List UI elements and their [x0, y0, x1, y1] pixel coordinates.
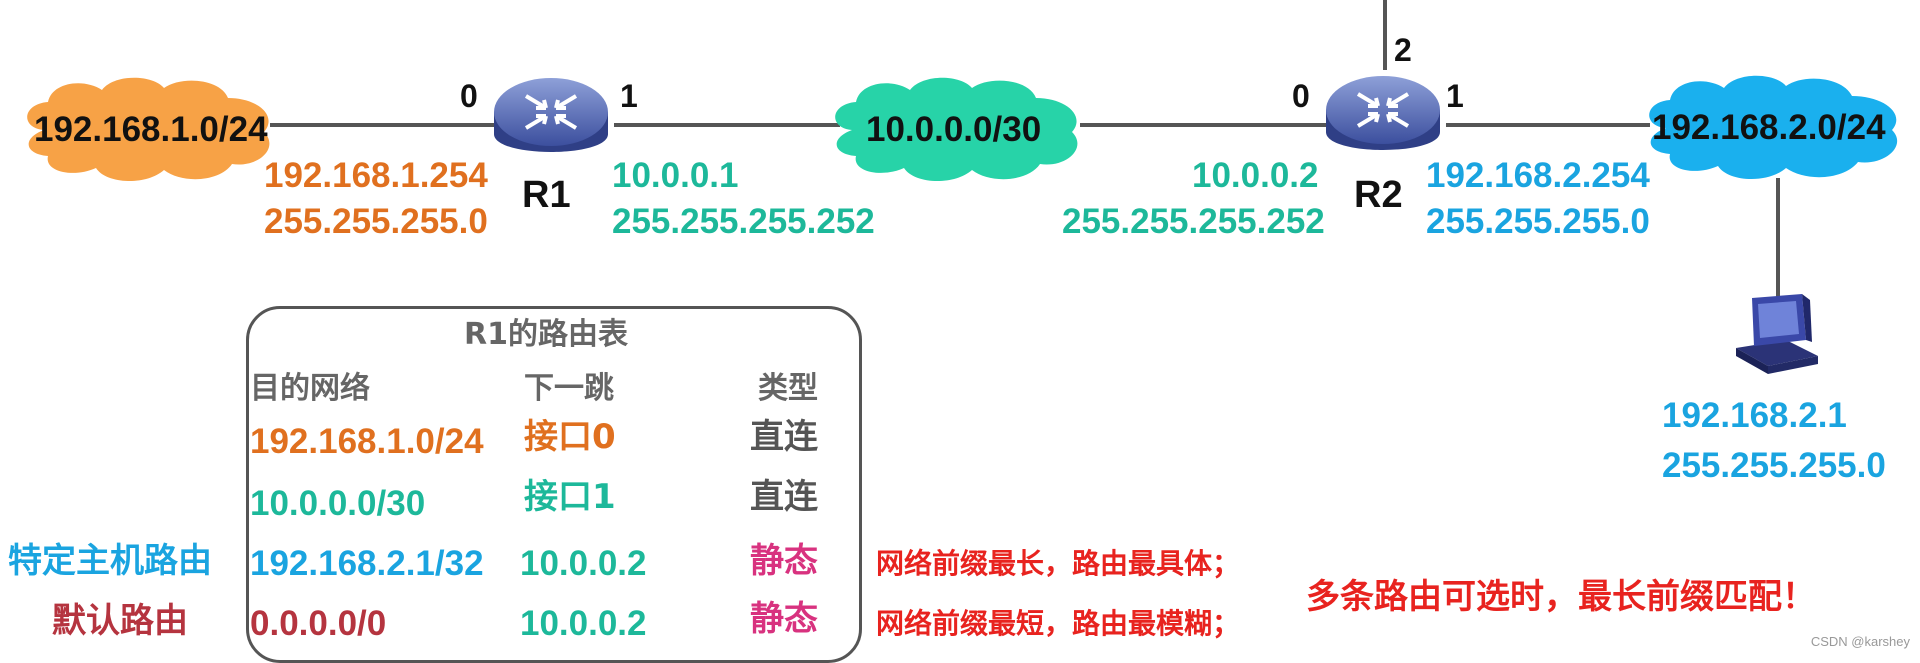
router-r2-badge: ROUTER — [1362, 149, 1409, 161]
host-ip: 192.168.2.1 — [1662, 396, 1847, 435]
routing-table-title: R1的路由表 — [464, 317, 628, 352]
row-next-hop: 10.0.0.2 — [520, 544, 647, 583]
r1-port1-label: 1 — [620, 78, 638, 114]
r2-port2-label: 2 — [1394, 32, 1412, 68]
watermark: CSDN @karshey — [1810, 634, 1910, 649]
row-type: 静态 — [750, 599, 818, 639]
cloud-net-right — [1649, 75, 1898, 180]
row-dest: 10.0.0.0/30 — [250, 484, 426, 523]
row-next-hop: 10.0.0.2 — [520, 604, 647, 643]
note-conclusion: 多条路由可选时，最长前缀匹配！ — [1306, 577, 1816, 617]
r2-if1-ip: 192.168.2.254 — [1426, 156, 1650, 195]
header-destination: 目的网络 — [250, 371, 370, 406]
net-mid-label: 10.0.0.0/30 — [866, 110, 1042, 149]
cloud-net-mid — [835, 77, 1078, 182]
r2-if0-mask: 255.255.255.252 — [1062, 202, 1325, 241]
r1-if1-ip: 10.0.0.1 — [612, 156, 739, 195]
row-dest: 192.168.1.0/24 — [250, 422, 484, 461]
row-side-label: 特定主机路由 — [8, 541, 212, 581]
row-next-hop: 接口1 — [524, 477, 616, 517]
row-dest: 0.0.0.0/0 — [250, 604, 387, 643]
r1-if0-ip: 192.168.1.254 — [264, 156, 488, 195]
router-r2-icon — [1326, 76, 1440, 150]
computer-icon — [1736, 294, 1818, 374]
host-mask: 255.255.255.0 — [1662, 446, 1886, 485]
note-shortest-prefix: 网络前缀最短，路由最模糊； — [876, 607, 1241, 640]
r1-if0-mask: 255.255.255.0 — [264, 202, 488, 241]
header-type: 类型 — [758, 371, 818, 406]
note-longest-prefix: 网络前缀最长，路由最具体； — [876, 547, 1241, 580]
r2-port0-label: 0 — [1292, 78, 1310, 114]
row-type: 静态 — [750, 541, 818, 581]
router-r1-icon — [494, 78, 608, 152]
r1-if1-mask: 255.255.255.252 — [612, 202, 875, 241]
r2-if1-mask: 255.255.255.0 — [1426, 202, 1650, 241]
r1-port0-label: 0 — [460, 78, 478, 114]
router-r2-name: R2 — [1354, 174, 1403, 216]
row-next-hop: 接口0 — [524, 417, 616, 457]
row-type: 直连 — [750, 417, 818, 457]
row-dest: 192.168.2.1/32 — [250, 544, 484, 583]
row-side-label: 默认路由 — [52, 601, 188, 641]
row-type: 直连 — [750, 477, 818, 517]
r2-port1-label: 1 — [1446, 78, 1464, 114]
router-r1-name: R1 — [522, 174, 571, 216]
net-right-label: 192.168.2.0/24 — [1652, 108, 1886, 147]
net-left-label: 192.168.1.0/24 — [34, 110, 268, 149]
header-next-hop: 下一跳 — [524, 371, 614, 406]
r2-if0-ip: 10.0.0.2 — [1192, 156, 1319, 195]
cloud-net-left — [27, 77, 270, 182]
router-r1-badge: ROUTER — [530, 151, 577, 163]
